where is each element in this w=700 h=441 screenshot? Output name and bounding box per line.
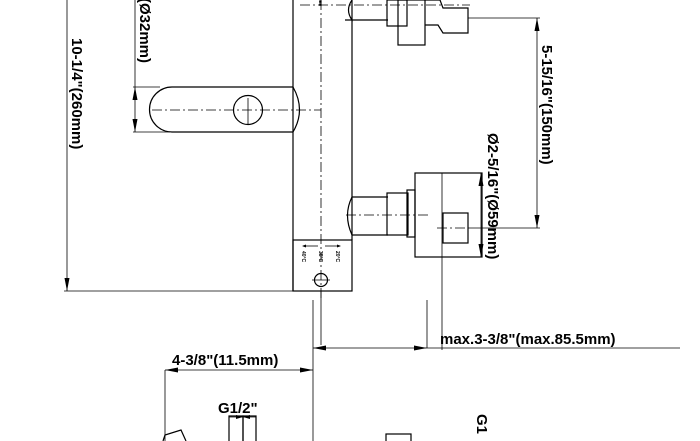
temp-right-label: 20°C [334,251,340,263]
lower-outlet-fitting [346,172,540,350]
max-projection-label: max.3-3/8"(max.85.5mm) [440,331,616,348]
thread-left-label: G1/2" [218,400,258,417]
overall-height-dimension: 10-1/4"(260mm) [64,0,293,292]
temp-left-label: 40°C [300,251,306,263]
outlet-spacing-label: 5-15/16"(150mm) [538,45,555,165]
handle-lever [148,86,321,133]
mixer-body: 40°C 38°C 20°C ■■ [292,0,353,345]
handle-diameter-dimension: (Ø32mm) [132,0,170,133]
thread-right-label: G1 [473,414,490,434]
bottom-view-partial: G1/2" G1 [162,400,490,441]
width-label: 4-3/8"(11.5mm) [172,352,278,369]
outlet-spacing-dimension: 5-15/16"(150mm) [534,18,555,228]
upper-outlet-fitting [300,0,540,46]
knob-diameter-label: Ø2-5/16"(Ø59mm) [484,133,501,259]
temp-center-label: 38°C [317,251,323,263]
max-projection-dimension: max.3-3/8"(max.85.5mm) [312,300,680,441]
knob-diameter-dimension: Ø2-5/16"(Ø59mm) [478,133,501,259]
handle-diameter-label: (Ø32mm) [136,0,153,63]
svg-text:■■: ■■ [317,0,323,6]
overall-height-label: 10-1/4"(260mm) [68,38,85,149]
width-dimension: 4-3/8"(11.5mm) [164,352,313,441]
